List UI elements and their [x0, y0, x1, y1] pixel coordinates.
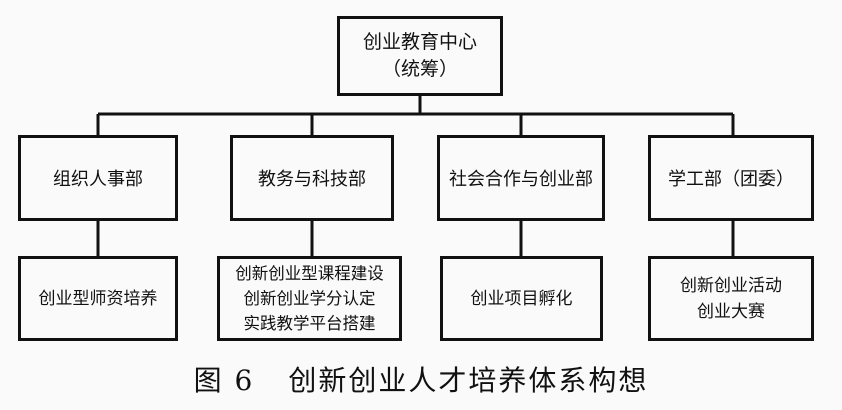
function-node-student-affairs: 创新创业活动 创业大赛 — [648, 256, 814, 341]
function-item: 创新创业活动 — [680, 275, 782, 296]
function-item: 创业型师资培养 — [38, 288, 158, 309]
function-item: 创新创业学分认定 — [243, 289, 376, 308]
dept-node-hr: 组织人事部 — [18, 135, 178, 221]
function-item: 创业项目孵化 — [470, 288, 573, 309]
dept-label: 教务与科技部 — [258, 169, 366, 190]
function-node-hr: 创业型师资培养 — [18, 256, 178, 341]
function-item: 实践教学平台搭建 — [243, 314, 376, 333]
root-node: 创业教育中心 （统筹） — [337, 16, 503, 96]
root-note: （统筹） — [381, 58, 458, 80]
dept-label: 组织人事部 — [53, 169, 143, 190]
function-item: 创业大赛 — [697, 301, 765, 322]
root-title: 创业教育中心 — [362, 31, 477, 53]
function-item: 创新创业型课程建设 — [235, 264, 384, 283]
dept-label: 社会合作与创业部 — [449, 169, 593, 190]
dept-node-cooperation: 社会合作与创业部 — [437, 135, 605, 221]
figure-title: 创新创业人才培养体系构想 — [288, 364, 649, 397]
figure-caption: 图 6 创新创业人才培养体系构想 — [0, 354, 842, 404]
dept-node-academic: 教务与科技部 — [230, 135, 394, 221]
dept-label: 学工部（团委） — [668, 169, 794, 190]
function-node-cooperation: 创业项目孵化 — [440, 256, 603, 341]
function-node-academic: 创新创业型课程建设 创新创业学分认定 实践教学平台搭建 — [217, 256, 402, 341]
dept-node-student-affairs: 学工部（团委） — [648, 135, 814, 221]
figure-number: 图 6 — [193, 364, 255, 397]
